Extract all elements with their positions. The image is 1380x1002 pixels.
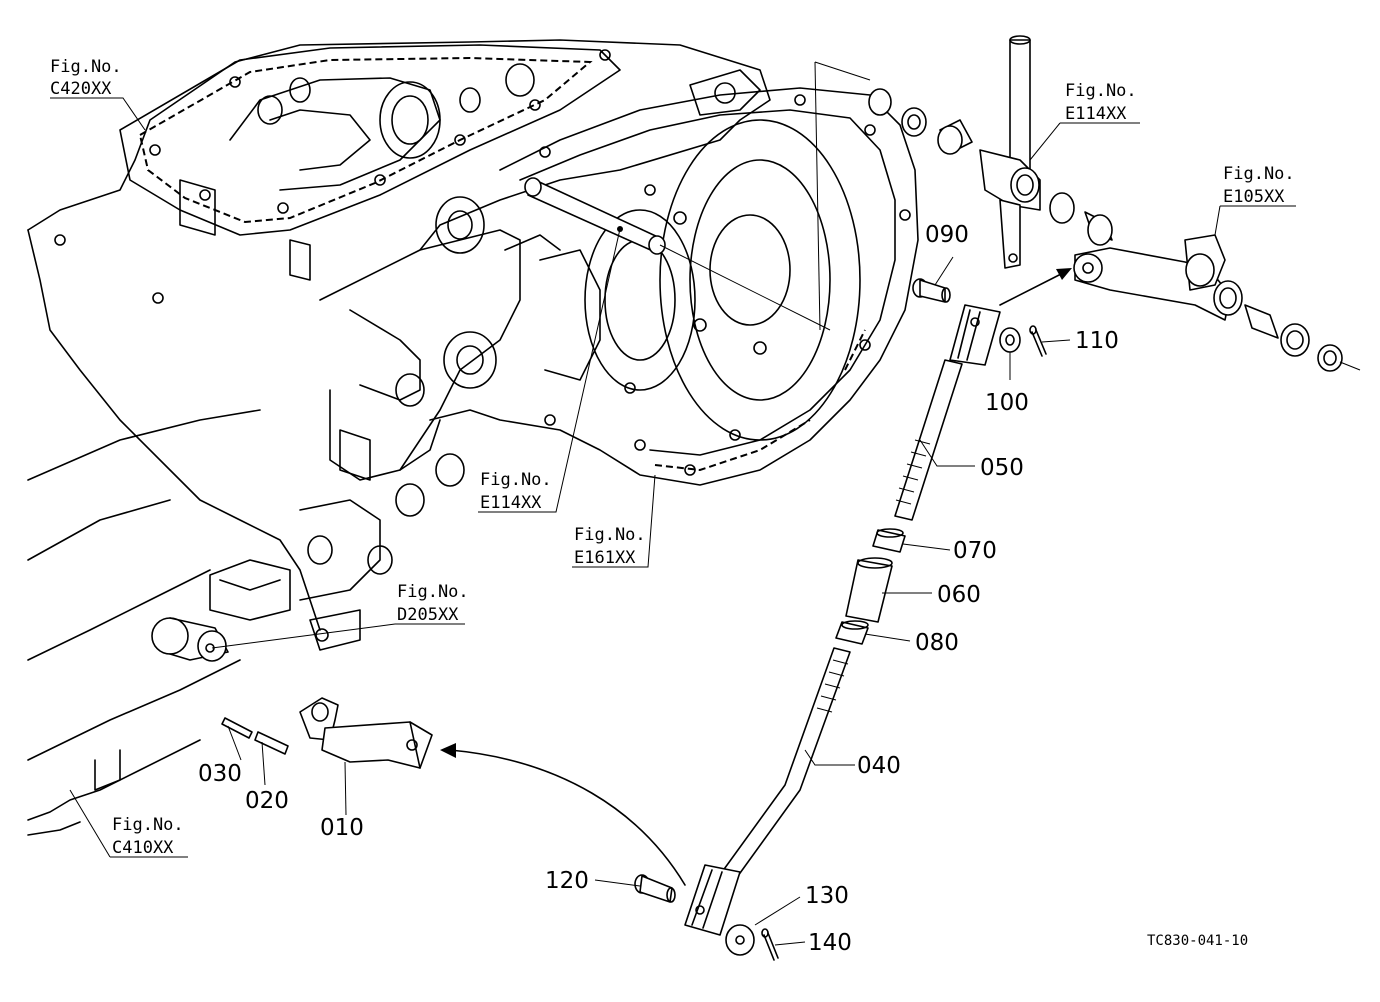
fig-ref-e114-lower-code: E114XX	[480, 493, 542, 513]
part-label-140: 140	[808, 930, 852, 956]
fig-ref-c420-code: C420XX	[50, 79, 112, 99]
fig-ref-c410-code: C410XX	[112, 838, 174, 858]
fig-ref-d205-prefix: Fig.No.	[397, 582, 469, 602]
part-label-020: 020	[245, 788, 289, 814]
fig-ref-e114-upper-code: E114XX	[1065, 104, 1127, 124]
leader-lines	[50, 97, 1296, 946]
part-label-080: 080	[915, 630, 959, 656]
fig-ref-e105-code: E105XX	[1223, 187, 1285, 207]
rod-assembly	[634, 278, 1047, 961]
fig-ref-e105-prefix: Fig.No.	[1223, 164, 1295, 184]
part-label-050: 050	[980, 455, 1024, 481]
fig-ref-e114-upper-prefix: Fig.No.	[1065, 81, 1137, 101]
part-label-090: 090	[925, 222, 969, 248]
fig-ref-e161-prefix: Fig.No.	[574, 525, 646, 545]
lower-lever-assembly	[221, 697, 686, 886]
upper-right-linkage	[868, 35, 1361, 372]
part-label-040: 040	[857, 753, 901, 779]
bell-housing	[429, 61, 919, 486]
fig-ref-e114-lower-prefix: Fig.No.	[480, 470, 552, 490]
part-label-130: 130	[805, 883, 849, 909]
figure-reference-labels: Fig.No. C420XX Fig.No. E114XX Fig.No. E1…	[50, 57, 1295, 858]
part-label-030: 030	[198, 761, 242, 787]
drawing-id: TC830-041-10	[1147, 933, 1248, 949]
part-label-060: 060	[937, 582, 981, 608]
fig-ref-c410-prefix: Fig.No.	[112, 815, 184, 835]
part-label-070: 070	[953, 538, 997, 564]
fig-ref-c420-prefix: Fig.No.	[50, 57, 122, 77]
part-label-100: 100	[985, 390, 1029, 416]
fig-ref-e161-code: E161XX	[574, 548, 636, 568]
transmission-case	[27, 39, 771, 836]
part-label-110: 110	[1075, 328, 1119, 354]
part-label-120: 120	[545, 868, 589, 894]
fig-ref-d205-code: D205XX	[397, 605, 459, 625]
part-number-labels: 090 110 100 050 070 060 080 040 030 020 …	[198, 222, 1119, 956]
part-label-010: 010	[320, 815, 364, 841]
